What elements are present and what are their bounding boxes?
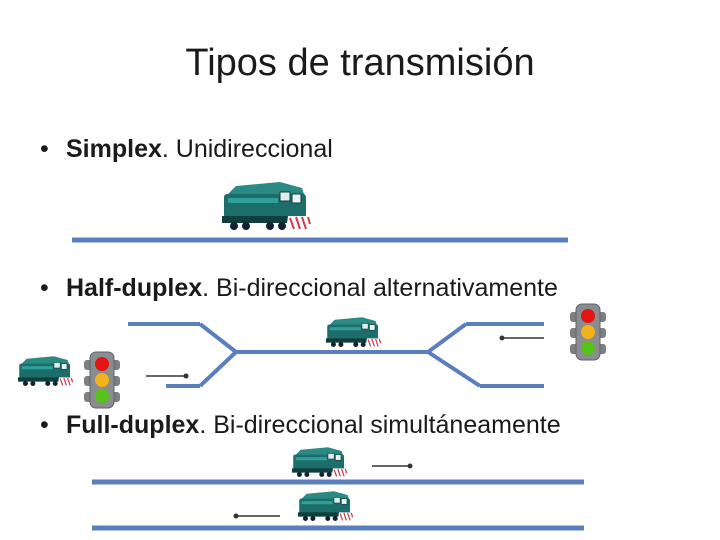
bullet-full-duplex: • Full-duplex. Bi-direccional simultáneam… (40, 411, 561, 440)
bullet-simplex: • Simplex. Unidireccional (40, 135, 333, 164)
bullet-dot: • (40, 274, 49, 302)
bullet-dot: • (40, 411, 49, 439)
arrow-icon (146, 373, 189, 379)
train-icon (297, 490, 356, 522)
train-icon (17, 355, 76, 387)
bullet-term: Half-duplex (66, 274, 203, 302)
arrow-icon (372, 463, 413, 469)
bullet-half-duplex: • Half-duplex. Bi-direccional alternativa… (40, 274, 558, 303)
traffic-light-icon (83, 351, 121, 409)
train-icon (291, 446, 350, 478)
bullet-description: . Bi-direccional simultáneamente (199, 411, 561, 439)
train-icon (325, 316, 384, 348)
arrow-icon (233, 513, 280, 519)
train-icon (221, 181, 315, 231)
bullet-term: Simplex (66, 135, 162, 163)
slide-title: Tipos de transmisión (185, 42, 535, 84)
bullet-term: Full-duplex (66, 411, 200, 439)
bullet-dot: • (40, 135, 49, 163)
bullet-description: . Unidireccional (161, 135, 333, 163)
bullet-description: . Bi-direccional alternativamente (202, 274, 558, 302)
half-duplex-track (128, 322, 544, 388)
traffic-light-icon (569, 303, 607, 361)
arrow-icon (499, 335, 544, 341)
